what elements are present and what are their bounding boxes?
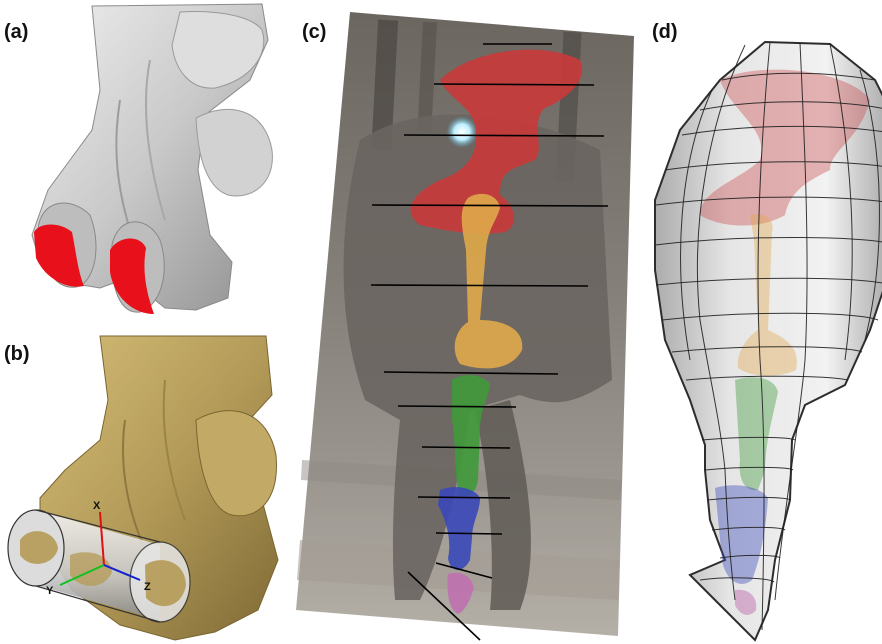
panel-c-label: (c) (302, 22, 326, 42)
panel-b-label: (b) (4, 344, 30, 364)
panel-a-label: (a) (4, 22, 28, 42)
wireframe-hull (655, 42, 882, 640)
panel-d-label: (d) (652, 22, 678, 42)
